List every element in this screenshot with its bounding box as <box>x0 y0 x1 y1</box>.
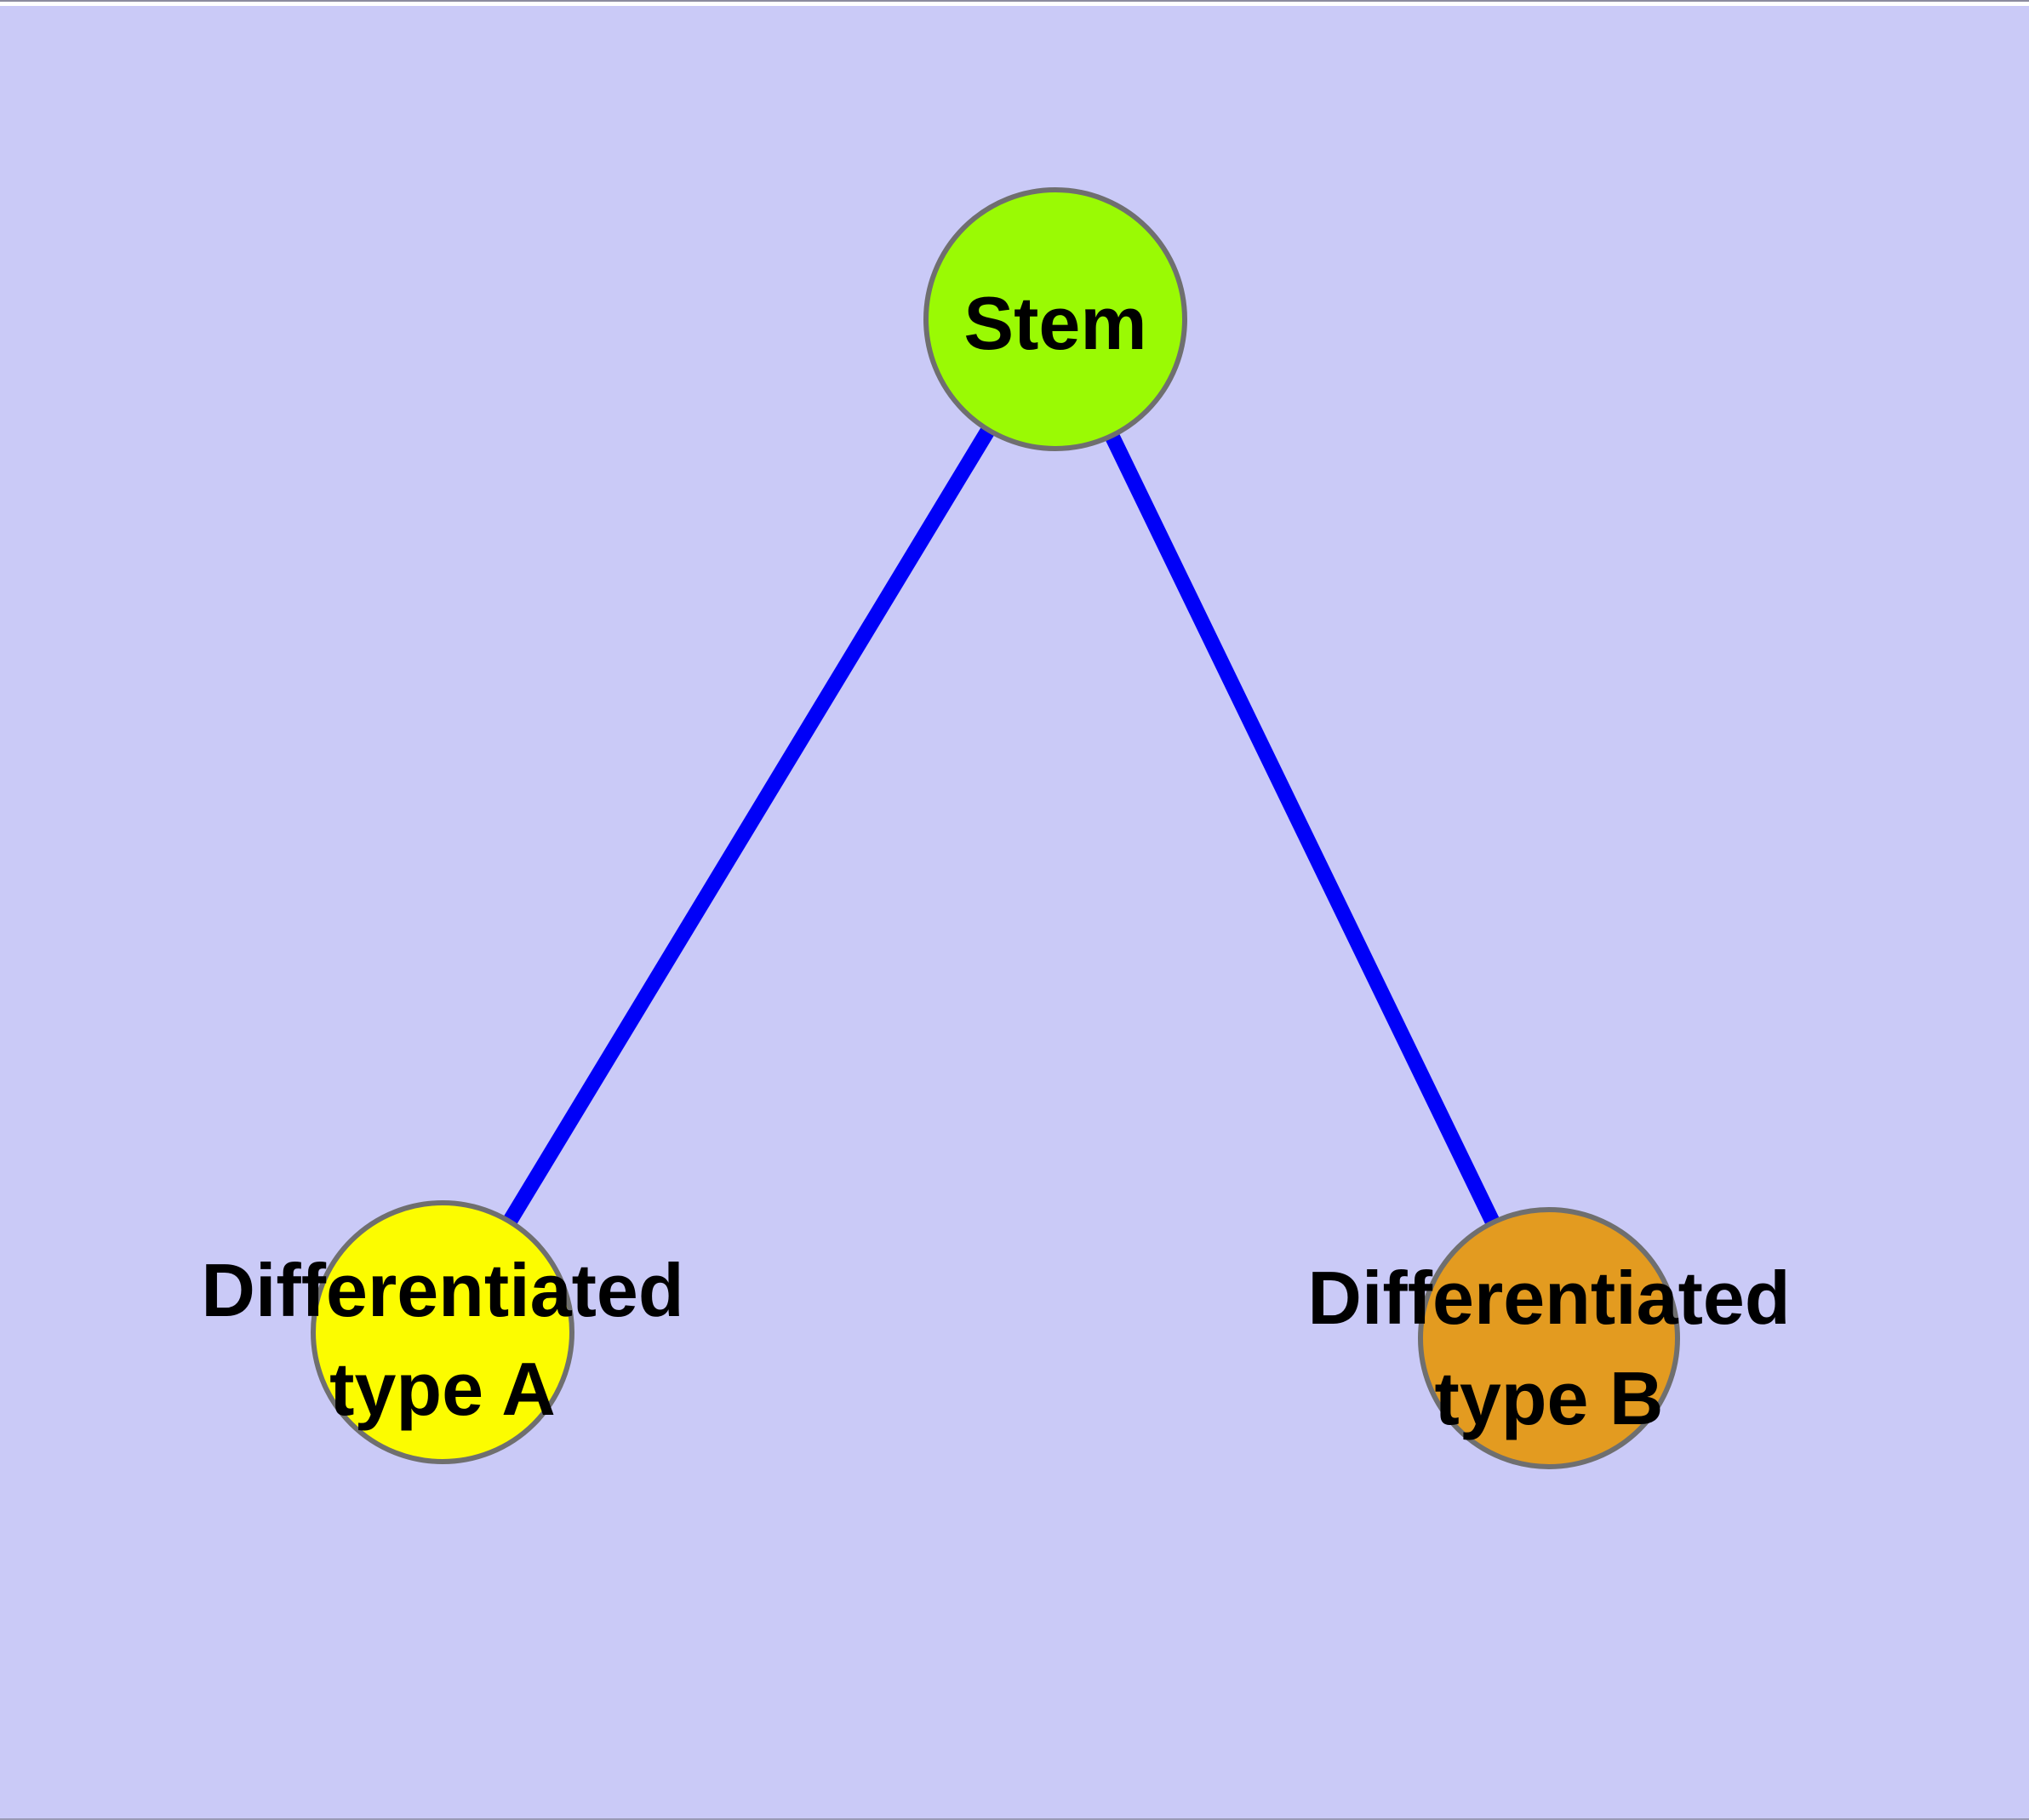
node-diff-b-circle <box>1418 1207 1680 1469</box>
edge-stem-diff-b <box>1048 316 1557 1342</box>
edge-stem-diff-a <box>436 315 1062 1336</box>
node-diff-a-label-line-1: Differentiated <box>201 1248 683 1332</box>
top-border-line <box>0 0 2029 2</box>
node-diff-a-circle <box>311 1200 574 1464</box>
node-stem-label-line-1: Stem <box>963 281 1146 365</box>
top-border-strip <box>0 2 2029 6</box>
bottom-border-line <box>0 1818 2029 1820</box>
node-diff-a-label-line-2: type A <box>329 1347 556 1431</box>
node-diff-b-label-line-2: type B <box>1435 1356 1664 1440</box>
node-diff-b-label-line-1: Differentiated <box>1307 1256 1790 1340</box>
node-stem-circle <box>923 187 1187 451</box>
